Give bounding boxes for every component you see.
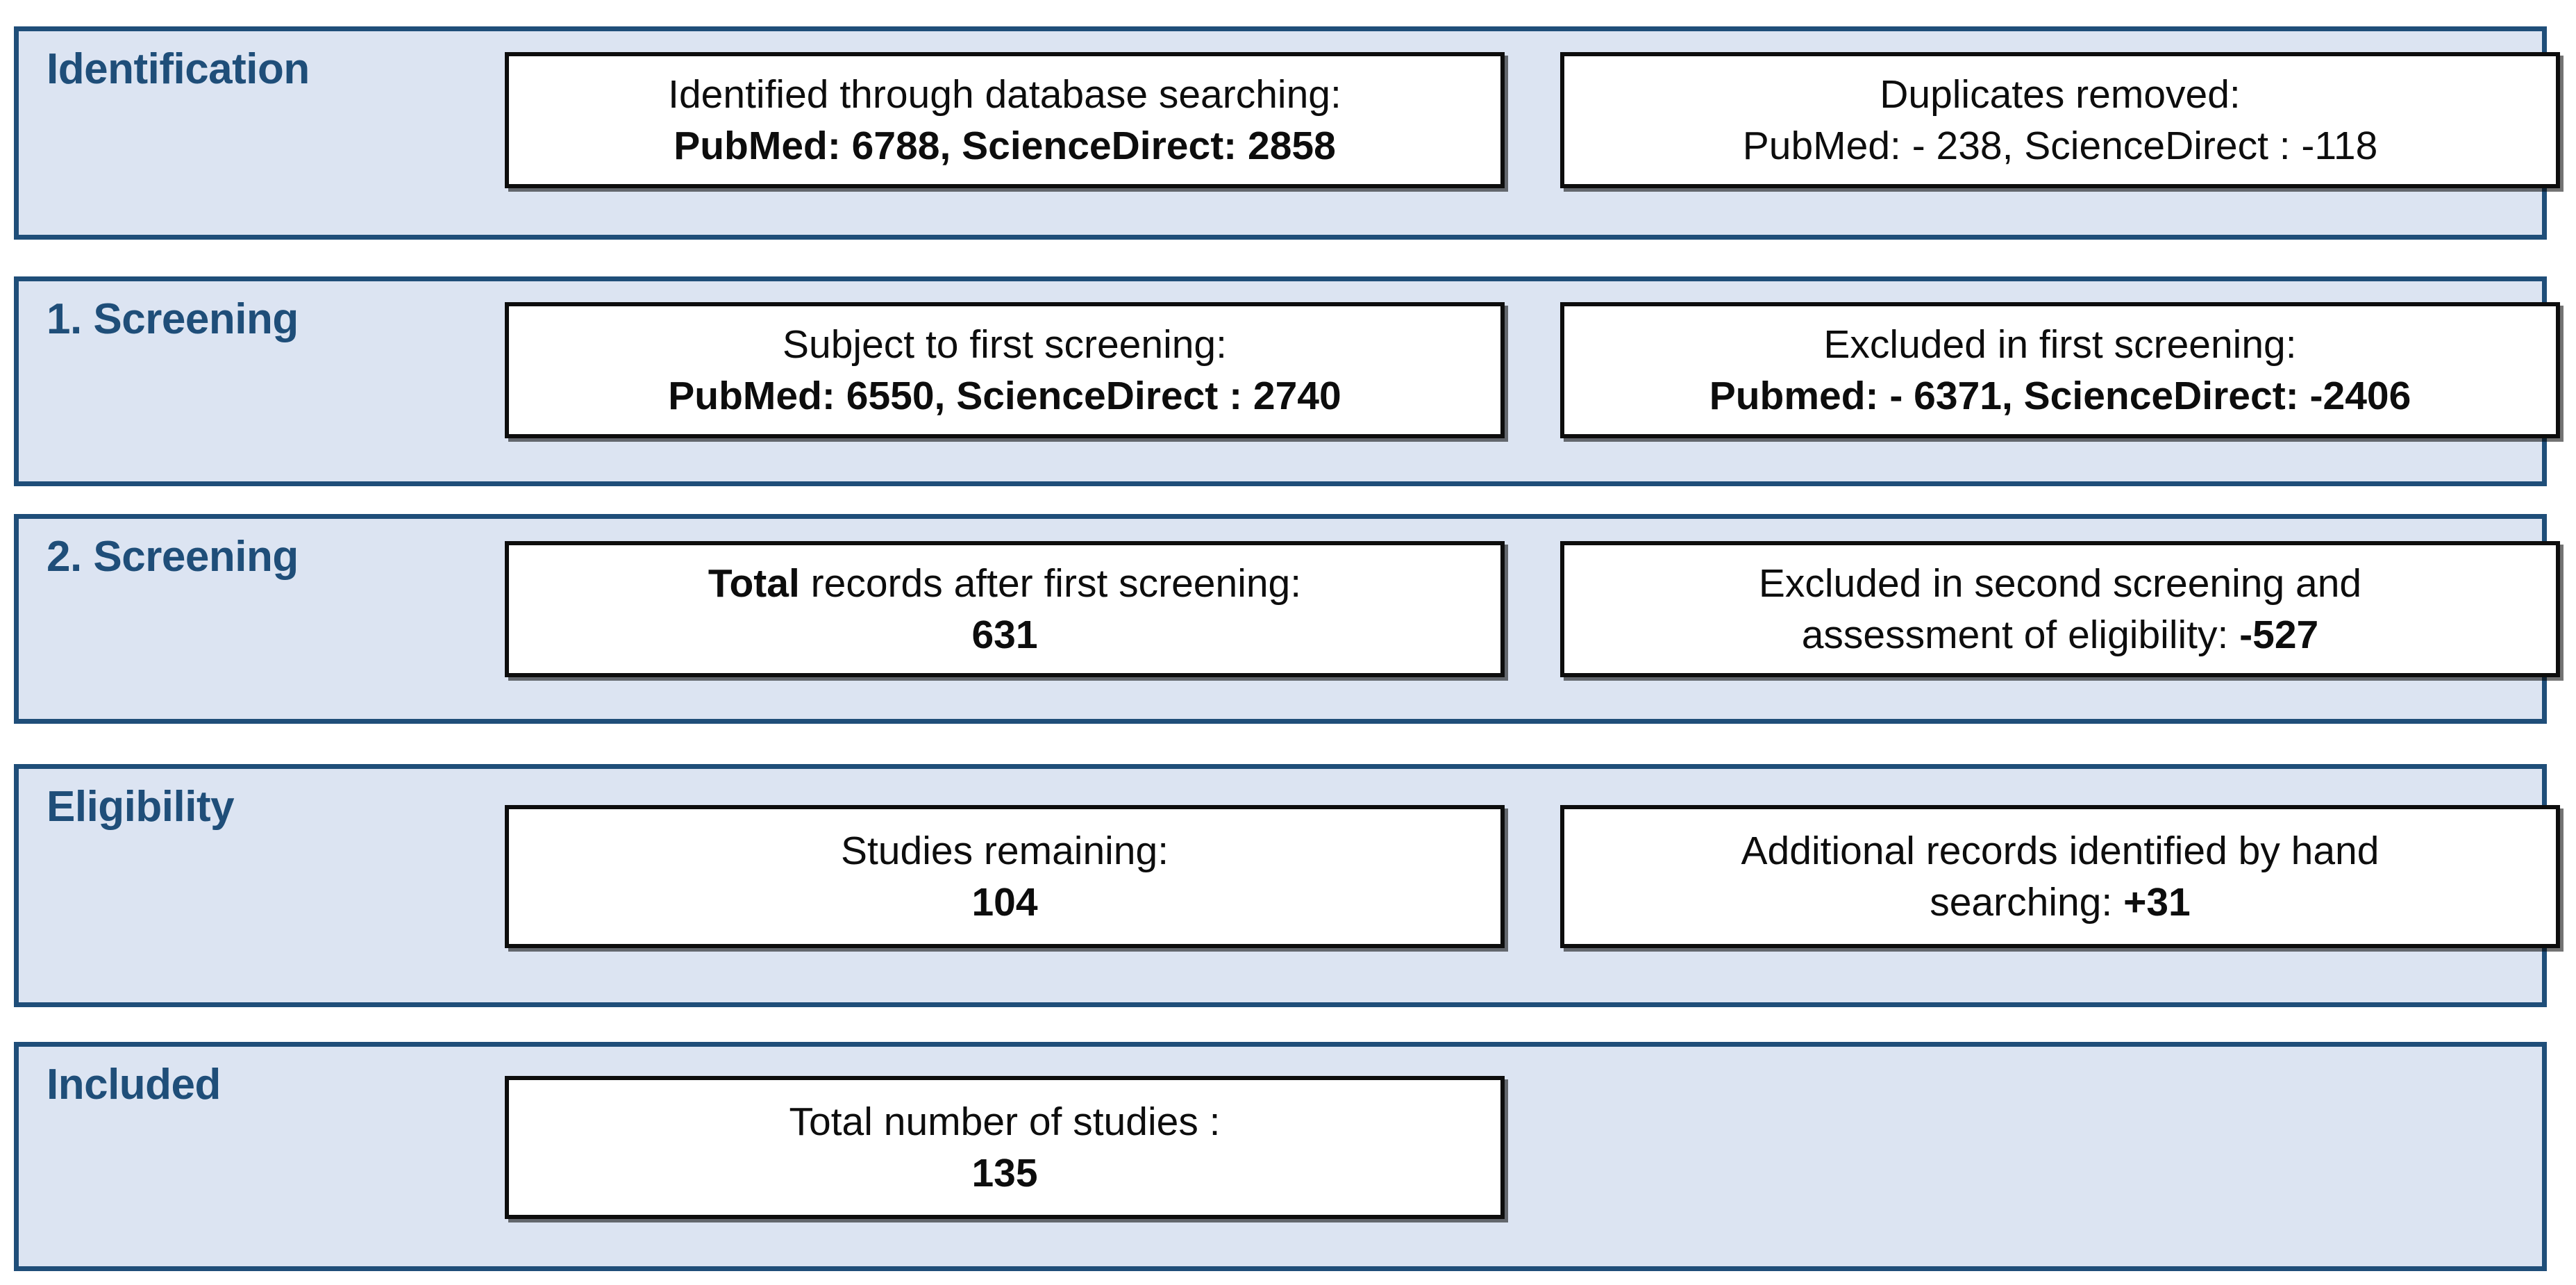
box-line-primary: Subject to first screening: [783, 322, 1227, 367]
box-line-primary: Studies remaining: [840, 828, 1169, 873]
box-additional-records-hand-searching: Additional records identified by hand se… [1560, 805, 2560, 948]
box-line-primary: Total number of studies : [789, 1099, 1221, 1144]
box-line-counts: 104 [971, 880, 1038, 925]
stage-boxes-identification: Identified through database searching: P… [463, 31, 2560, 235]
box-line-primary: Excluded in first screening: [1823, 322, 2297, 367]
stage-band-included: Included Total number of studies : 135 [14, 1042, 2547, 1271]
box-line-counts: 631 [971, 613, 1038, 657]
stage-label-screening-1: 1. Screening [47, 295, 299, 343]
box-line-emphasis: Total [708, 561, 800, 606]
box-line-rest: searching: [1930, 880, 2124, 925]
stage-band-identification: Identification Identified through databa… [14, 26, 2560, 240]
box-line-counts: PubMed: - 238, ScienceDirect : -118 [1742, 124, 2378, 168]
stage-band-eligibility: Eligibility Studies remaining: 104 Addit… [14, 764, 2560, 1007]
box-excluded-in-first-screening: Excluded in first screening: Pubmed: - 6… [1560, 302, 2560, 438]
box-line-primary: Excluded in second screening and [1758, 561, 2362, 606]
box-line-counts: PubMed: 6550, ScienceDirect : 2740 [668, 374, 1341, 418]
box-line-rest: records after first screening: [799, 561, 1302, 606]
box-line-counts: 135 [971, 1151, 1038, 1195]
stage-boxes-screening-1: Subject to first screening: PubMed: 6550… [463, 281, 2560, 481]
box-excluded-in-second-screening: Excluded in second screening and assessm… [1560, 541, 2560, 677]
stage-boxes-included: Total number of studies : 135 [463, 1047, 2542, 1266]
box-line-primary: Total records after first screening: [521, 558, 1488, 609]
stage-band-screening-1: 1. Screening Subject to first screening:… [14, 276, 2560, 486]
box-line-primary: Duplicates removed: [1880, 72, 2241, 117]
box-total-number-of-studies: Total number of studies : 135 [505, 1076, 1505, 1219]
stage-boxes-screening-2: Total records after first screening: 631… [463, 519, 2560, 719]
box-line-counts: Pubmed: - 6371, ScienceDirect: -2406 [1709, 374, 2411, 418]
box-line-counts: searching: +31 [1577, 877, 2543, 928]
stage-label-identification: Identification [47, 45, 310, 93]
stage-label-included: Included [47, 1061, 221, 1109]
stage-boxes-eligibility: Studies remaining: 104 Additional record… [463, 769, 2560, 1002]
stage-band-screening-2: 2. Screening Total records after first s… [14, 514, 2560, 724]
stage-label-eligibility: Eligibility [47, 783, 235, 831]
box-line-emphasis: +31 [2123, 880, 2191, 925]
box-identified-through-database-searching: Identified through database searching: P… [505, 52, 1505, 188]
box-duplicates-removed: Duplicates removed: PubMed: - 238, Scien… [1560, 52, 2560, 188]
box-total-records-after-first-screening: Total records after first screening: 631 [505, 541, 1505, 677]
box-line-primary: Identified through database searching: [668, 72, 1341, 117]
box-line-rest: assessment of eligibility: [1801, 613, 2240, 657]
stage-label-screening-2: 2. Screening [47, 533, 299, 581]
box-line-primary: Additional records identified by hand [1741, 828, 2380, 873]
box-subject-to-first-screening: Subject to first screening: PubMed: 6550… [505, 302, 1505, 438]
box-line-counts: PubMed: 6788, ScienceDirect: 2858 [674, 124, 1336, 168]
box-line-counts: assessment of eligibility: -527 [1577, 609, 2543, 661]
box-studies-remaining: Studies remaining: 104 [505, 805, 1505, 948]
box-line-emphasis: -527 [2239, 613, 2319, 657]
